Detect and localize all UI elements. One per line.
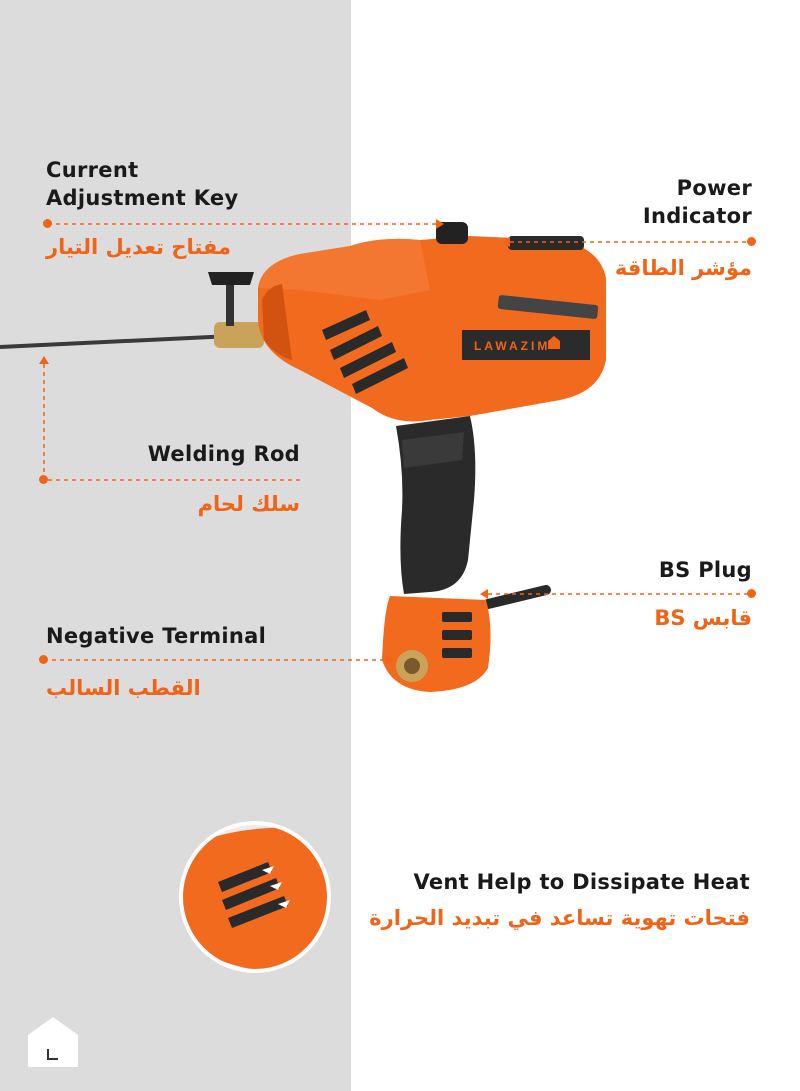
vent-label: Vent Help to Dissipate Heat	[413, 870, 750, 894]
power-indicator-label-ar: مؤشر الطاقة	[614, 256, 752, 280]
brand-logo-icon	[28, 1017, 78, 1067]
current-adjustment-label-ar: مفتاح تعديل التيار	[46, 235, 232, 259]
clamp-knob	[208, 272, 254, 285]
bs-plug-label-ar: قابس BS	[654, 606, 752, 630]
brand-plate	[462, 330, 590, 360]
welding-rod-label-ar: سلك لحام	[197, 492, 300, 516]
bs-plug-label: BS Plug	[658, 558, 752, 582]
lower-terminal-block	[382, 596, 491, 692]
welding-rod-label: Welding Rod	[147, 442, 300, 466]
negative-terminal-label-ar: القطب السالب	[46, 676, 201, 700]
bs-plug-cable	[483, 585, 551, 609]
power-indicator-dot	[747, 237, 756, 246]
bs-plug-dot	[747, 589, 756, 598]
current-adjustment-dot	[43, 219, 52, 228]
negative-terminal-label: Negative Terminal	[46, 624, 267, 648]
current-knob	[436, 222, 468, 244]
welding-rod	[0, 334, 233, 349]
vent-slots	[322, 310, 408, 394]
negative-terminal-dot	[39, 655, 48, 664]
vent-label-ar: فتحات تهوية تساعد في تبديد الحرارة	[369, 906, 750, 930]
brass-holder	[214, 322, 264, 348]
power-indicator-window	[508, 236, 584, 250]
current-adjustment-label-line1: Current	[46, 158, 139, 182]
power-indicator-label-line2: Indicator	[642, 204, 752, 228]
brand-text: LAWAZIM	[474, 339, 550, 353]
welding-rod-dot	[39, 475, 48, 484]
current-adjustment-label-line2: Adjustment Key	[46, 186, 239, 210]
power-indicator-label-line1: Power	[676, 176, 752, 200]
clamp-screw	[226, 282, 234, 326]
